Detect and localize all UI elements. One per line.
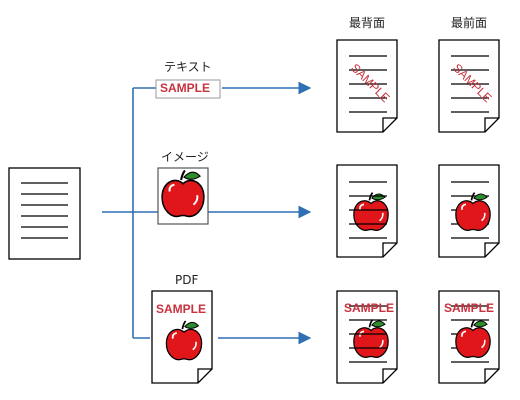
result-text-back [336,39,398,133]
source-label-image: イメージ [161,150,209,164]
result-pdf-back-stamp: SAMPLE [344,301,395,315]
source-label-text: テキスト [164,60,212,74]
result-pdf-front-stamp: SAMPLE [444,301,495,315]
column-heading-back: 最背面 [349,16,386,30]
flow-connectors [102,81,312,345]
text-stamp: SAMPLE [160,81,211,95]
result-image-front [438,164,500,258]
result-text-front [438,39,500,133]
pdf-stamp: SAMPLE [156,302,207,316]
image-source [157,167,209,225]
text-stamp-box [155,79,221,99]
source-label-pdf: PDF [175,273,199,287]
result-pdf-front [438,290,500,384]
result-pdf-back [336,290,398,384]
column-heading-front: 最前面 [451,16,488,30]
original-document [8,167,81,260]
result-image-back [336,164,398,258]
